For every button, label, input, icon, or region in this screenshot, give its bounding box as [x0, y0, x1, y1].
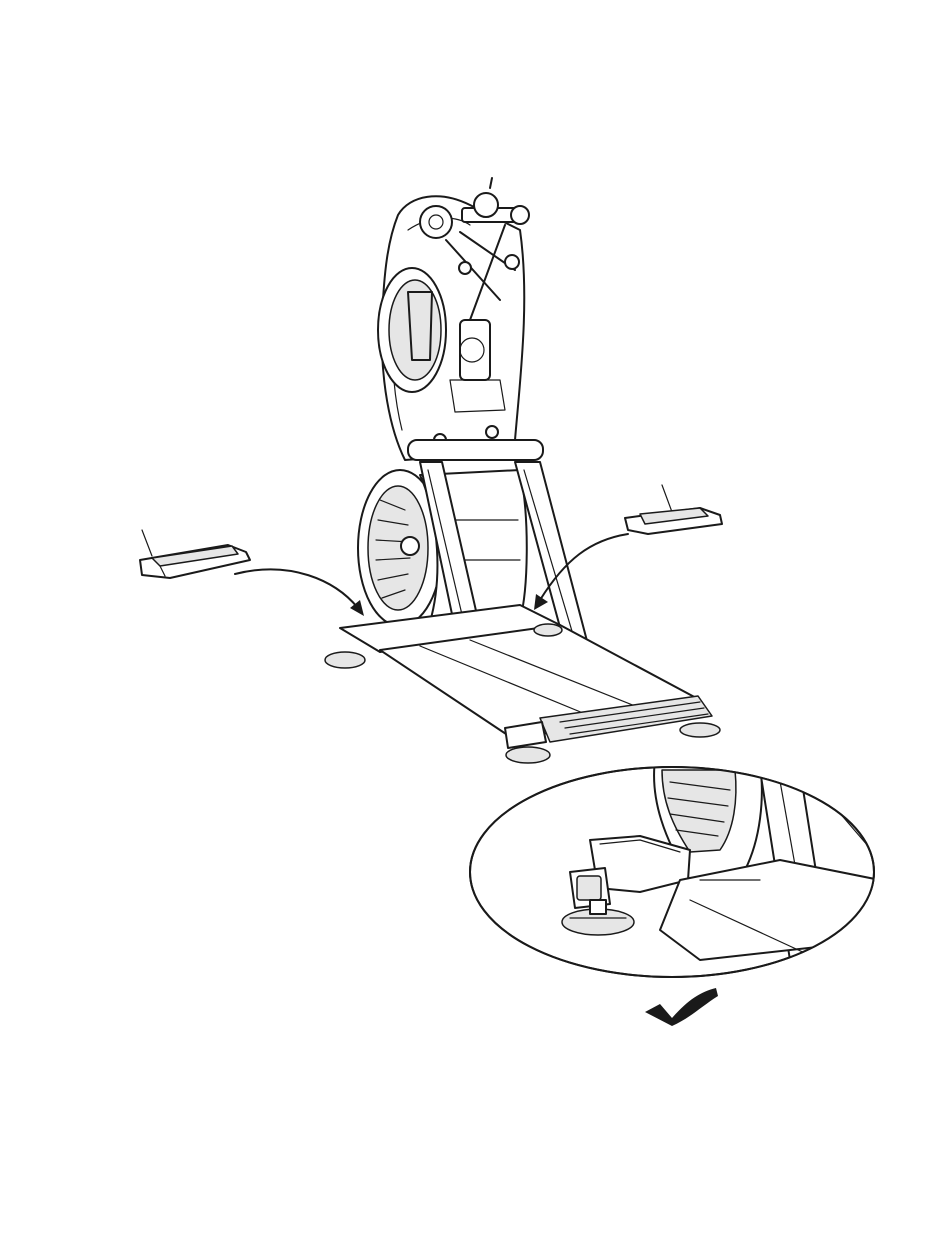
- checkmark-icon: [645, 988, 718, 1026]
- base-frame: [340, 605, 712, 748]
- detail-callout: [470, 760, 880, 977]
- right-foot-cover: [625, 485, 722, 534]
- arrow-icon: [235, 569, 364, 616]
- left-foot-cover: [140, 530, 250, 578]
- machine: [325, 178, 720, 763]
- upper-fan: [378, 268, 446, 392]
- crossbar: [408, 440, 543, 460]
